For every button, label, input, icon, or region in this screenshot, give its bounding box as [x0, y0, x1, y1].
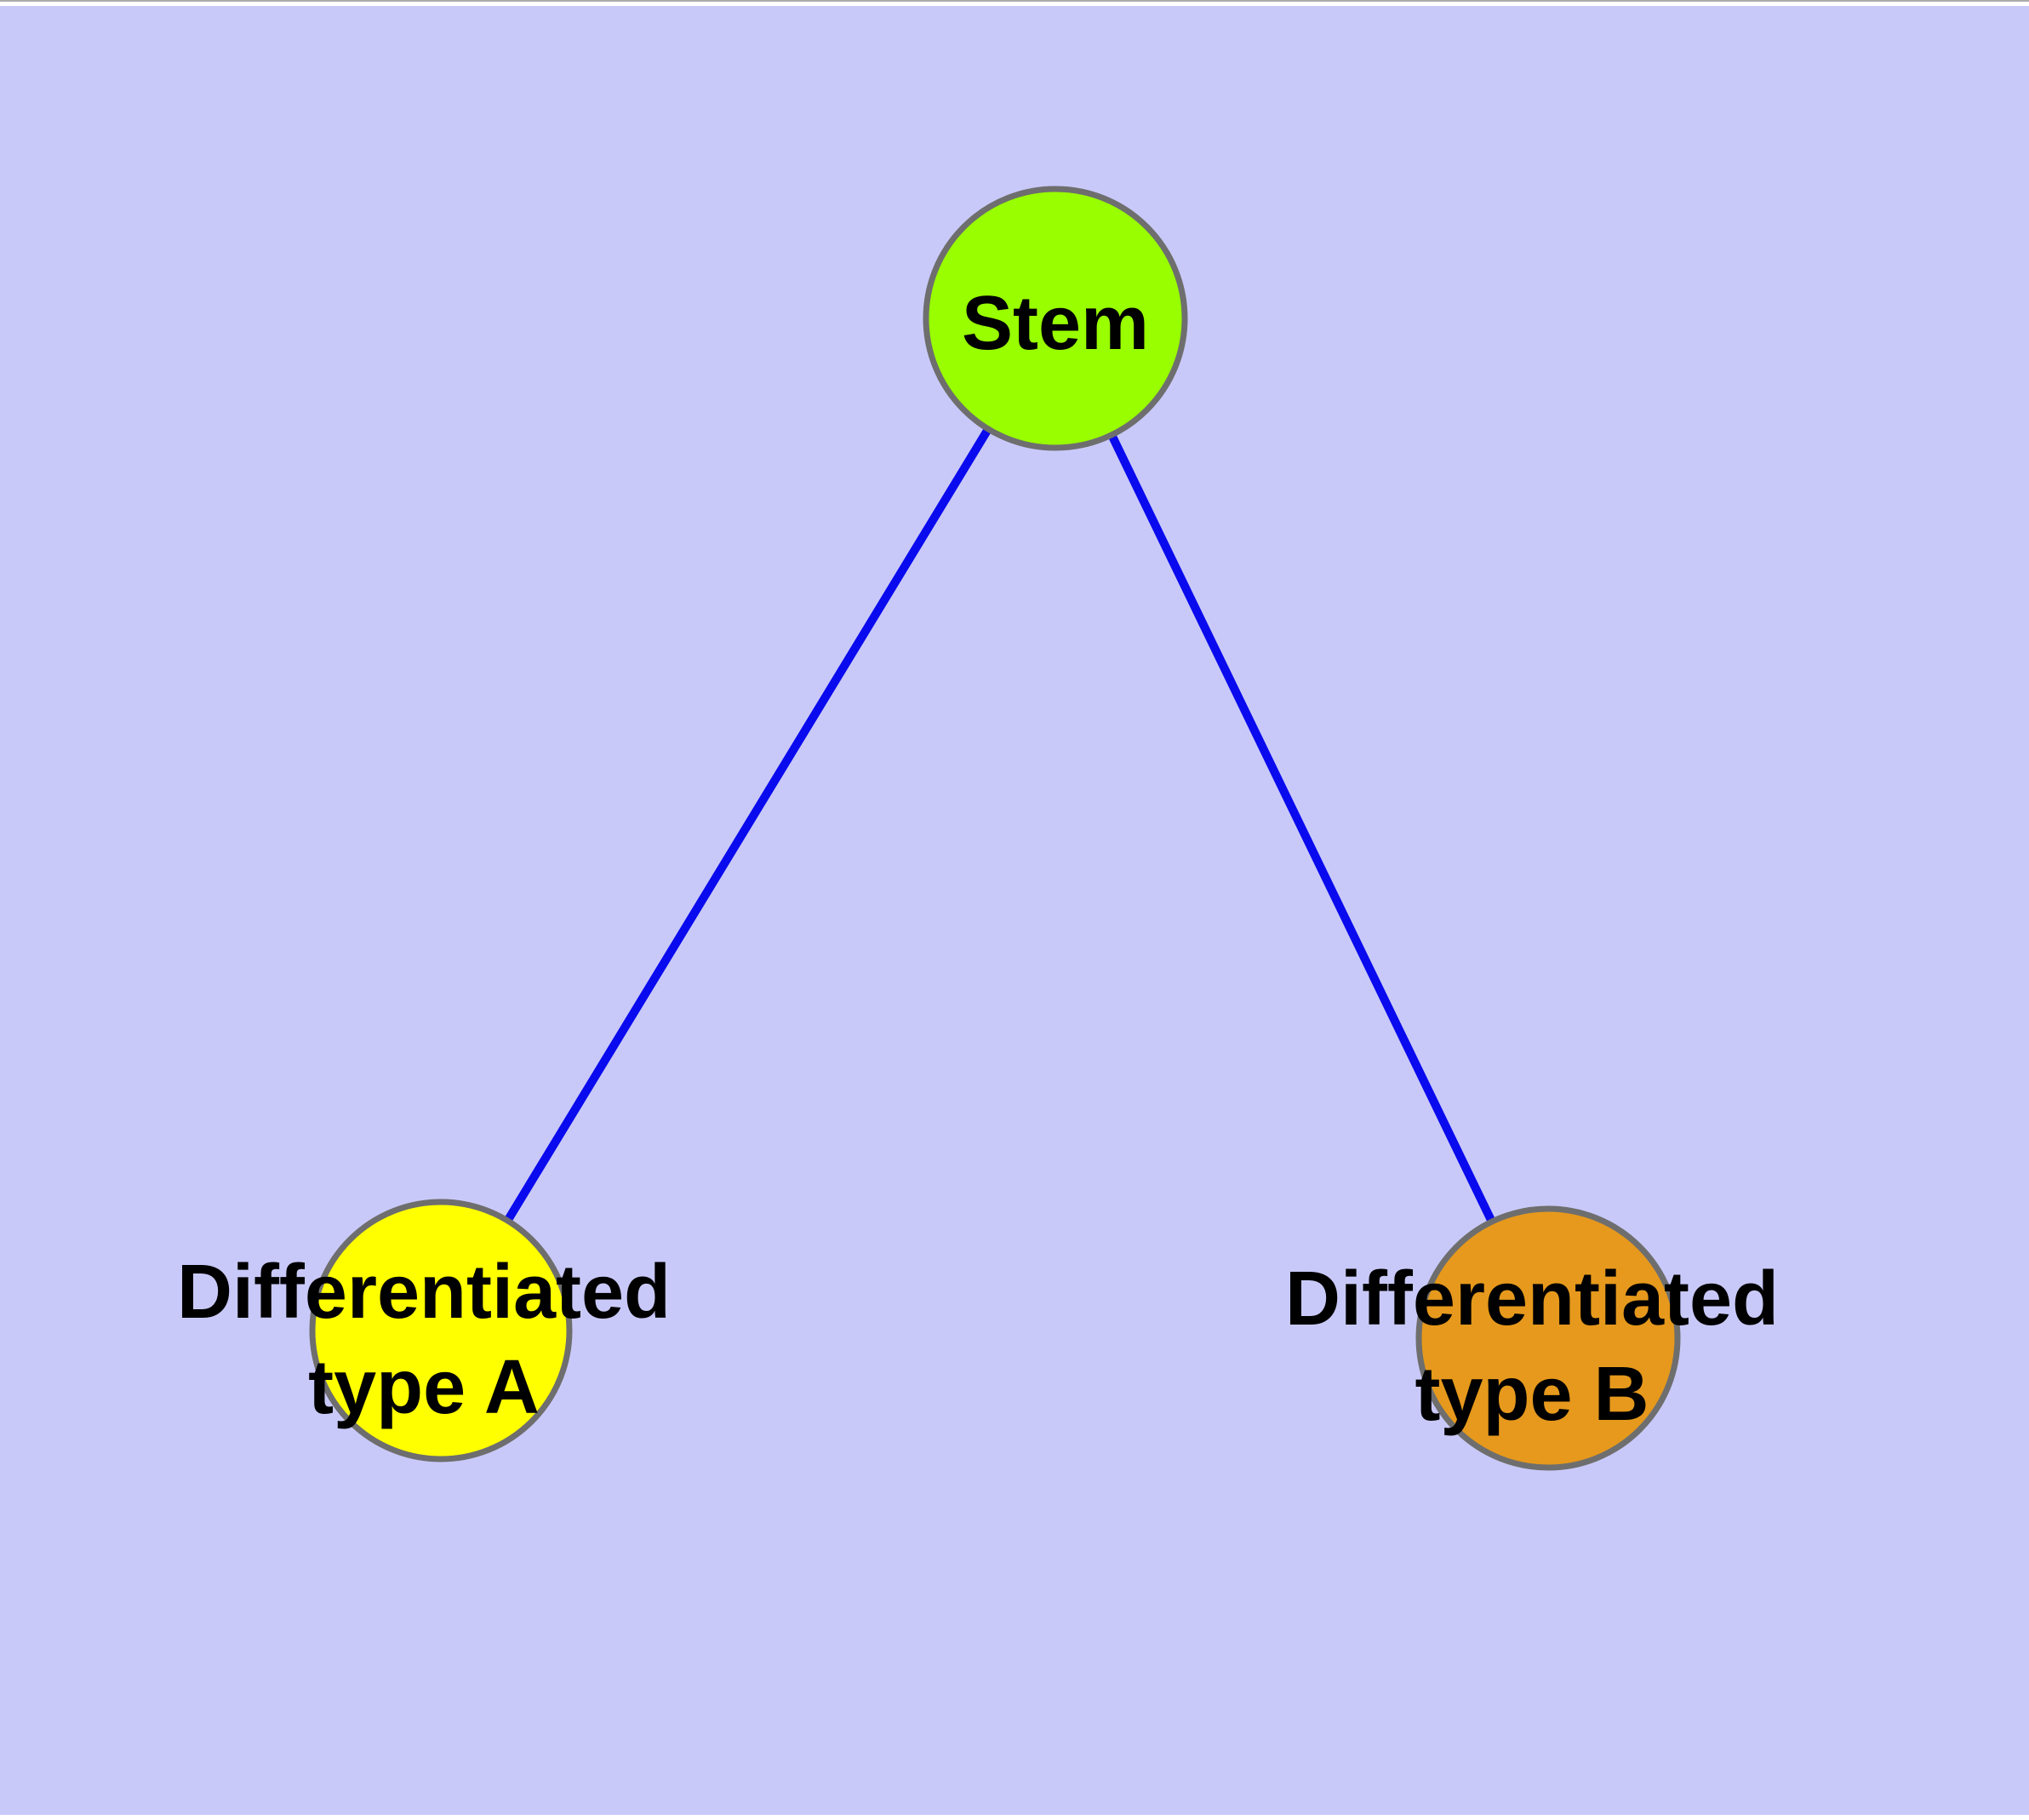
node-type-a-label-line2: type A [308, 1345, 540, 1430]
top-margin-line [0, 0, 2029, 2]
node-stem [923, 186, 1188, 451]
node-differentiated-type-b [1415, 1205, 1681, 1471]
top-margin-strip [0, 0, 2029, 6]
node-type-b-label-line2: type B [1415, 1352, 1649, 1437]
node-differentiated-type-a [309, 1199, 573, 1462]
edge-stem-to-type-b [1051, 314, 1552, 1342]
bottom-margin-strip [0, 1815, 2029, 1820]
edge-stem-to-type-a [437, 314, 1060, 1335]
node-type-a-label-line1: Differentiated [177, 1250, 671, 1335]
node-stem-label: Stem [962, 281, 1149, 366]
node-type-b-label-line1: Differentiated [1285, 1256, 1779, 1342]
